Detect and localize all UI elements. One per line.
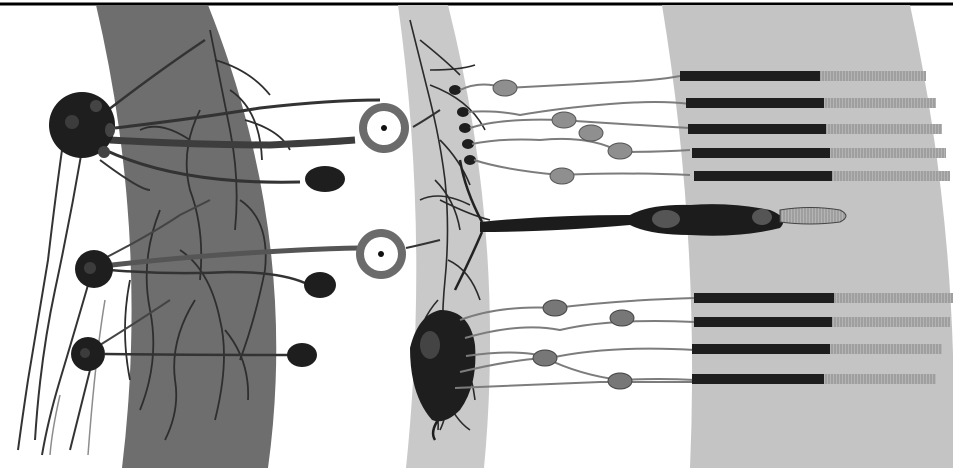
lower-receptor-nuclei bbox=[532, 299, 635, 390]
upper-receptor-nuclei bbox=[492, 79, 633, 185]
lower-ganglion-cell bbox=[71, 299, 298, 371]
ring-cell-upper bbox=[359, 103, 441, 153]
large-ganglion-cell bbox=[49, 38, 381, 191]
inner-nuclei bbox=[446, 85, 476, 391]
ganglion-terminal-1 bbox=[305, 166, 345, 192]
ganglion-terminal-3 bbox=[287, 343, 317, 367]
ganglion-terminal-2 bbox=[304, 272, 336, 298]
long-spindle-cell bbox=[453, 159, 847, 291]
lower-receptor-fibers bbox=[454, 297, 696, 389]
photoreceptor-bars bbox=[680, 71, 953, 384]
ring-cell-lower bbox=[356, 229, 441, 279]
left-axon-bundle bbox=[17, 149, 91, 456]
mid-ganglion-cell bbox=[75, 199, 363, 288]
left-dark-band bbox=[96, 5, 277, 468]
